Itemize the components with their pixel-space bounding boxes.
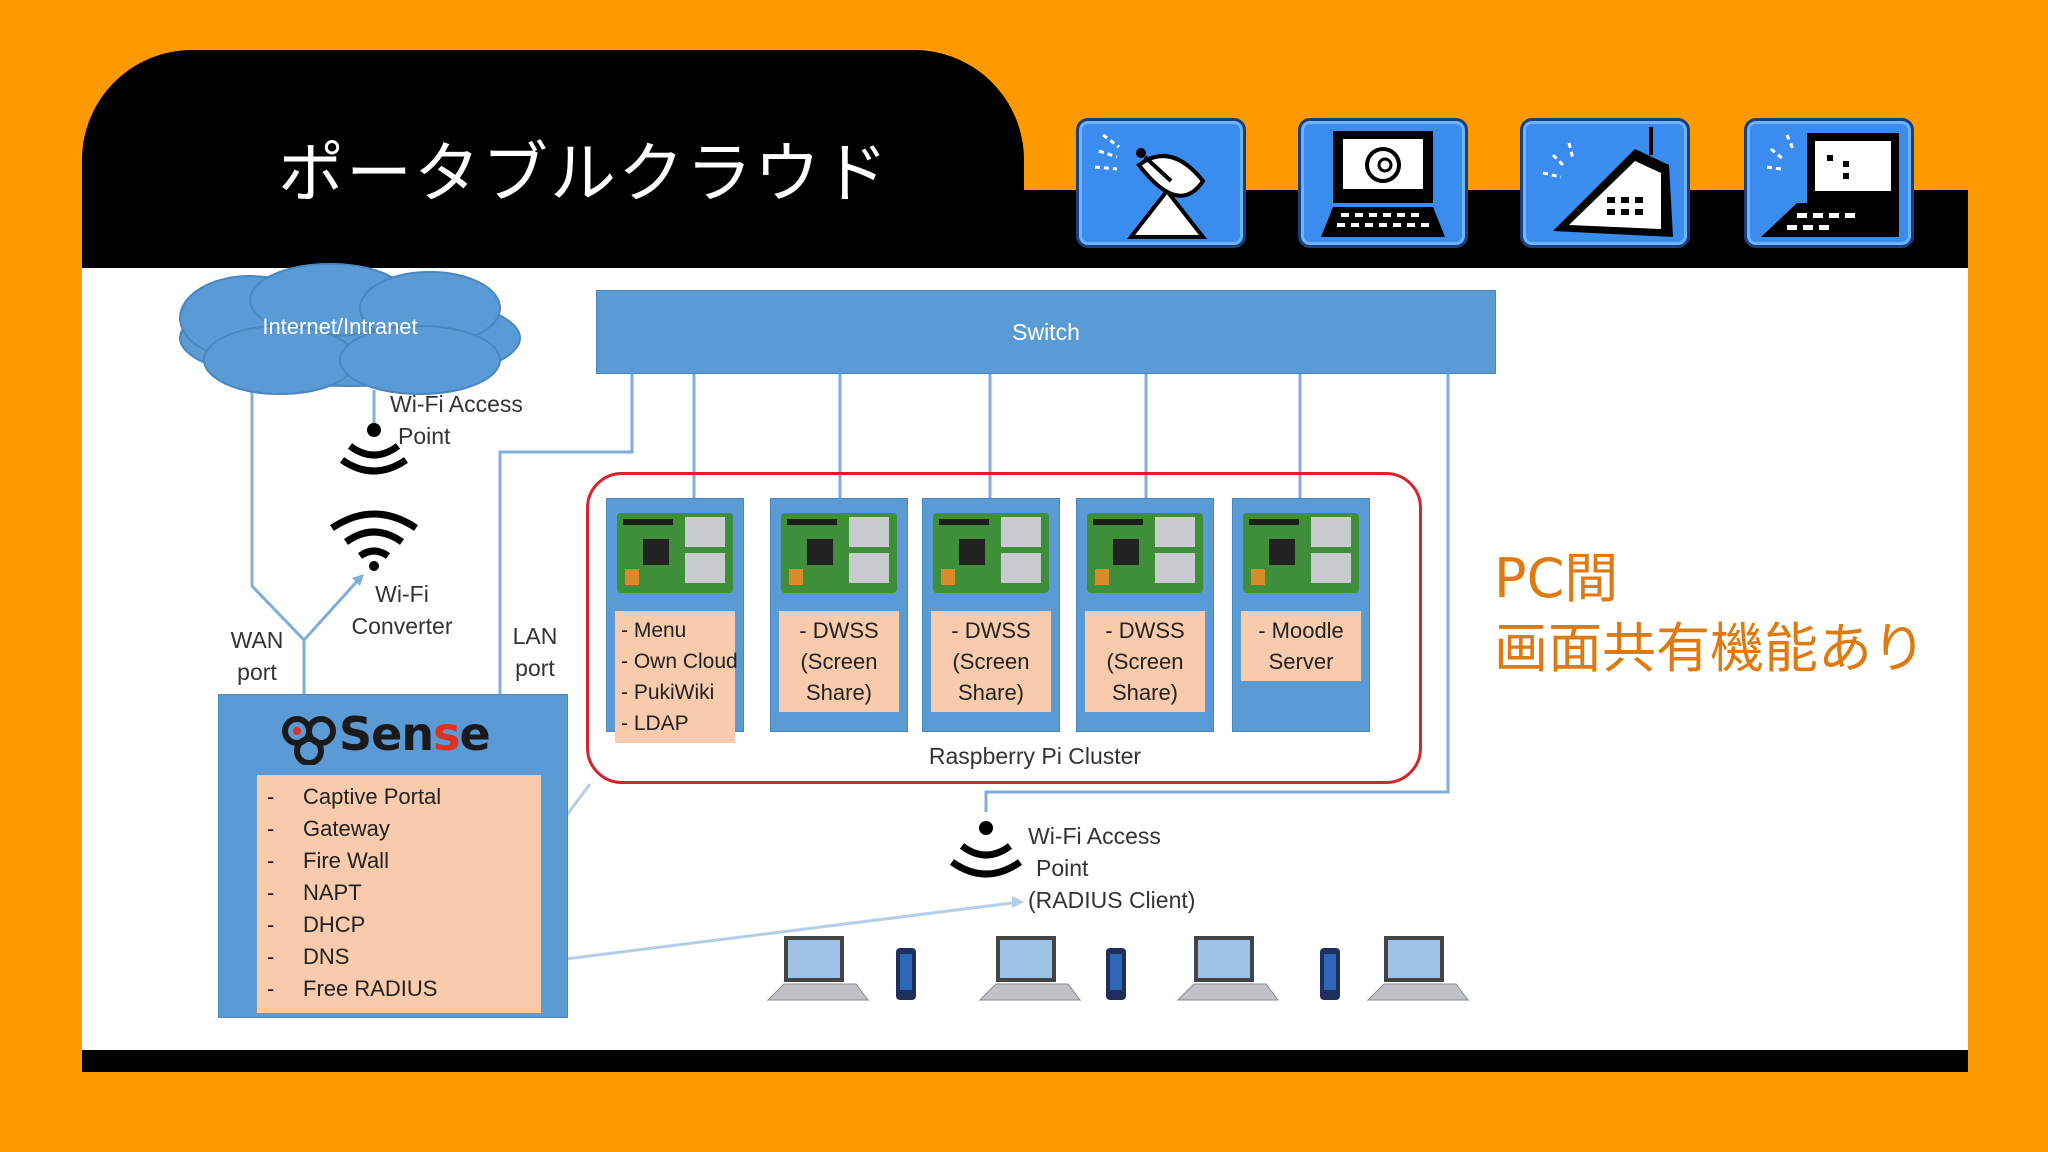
- side-note-line-2: 画面共有機能あり: [1494, 617, 1926, 680]
- cloud-label: Internet/Intranet: [262, 314, 418, 339]
- ap-top-label: Wi-Fi Access Point: [390, 391, 523, 449]
- smartphone-icon: [896, 948, 916, 1000]
- cluster-label: Raspberry Pi Cluster: [928, 743, 1142, 769]
- switch-node: Switch: [596, 290, 1496, 374]
- lan-port-label: LAN port: [512, 623, 558, 681]
- pi-node-dwss-3: - DWSS (Screen Share): [1076, 498, 1214, 732]
- footer-bar: [82, 1050, 1968, 1072]
- satellite-dish-icon: [1076, 118, 1246, 248]
- smartphone-icon: [1106, 948, 1126, 1000]
- wifi-converter-icon: [330, 510, 418, 571]
- wifi-access-point-icon: [949, 821, 1023, 878]
- slide-title: ポータブルクラウド: [278, 135, 890, 212]
- pi-node-dwss-1: - DWSS (Screen Share): [770, 498, 908, 732]
- pi-node-dwss-2: - DWSS (Screen Share): [922, 498, 1060, 732]
- pfsense-node: Sense -Captive Portal -Gateway -Fire Wal…: [218, 694, 568, 1018]
- laptop-icon: [1366, 936, 1469, 1001]
- list-item: -DNS: [267, 944, 350, 969]
- wifi-converter-label: Wi-Fi Converter: [351, 581, 453, 639]
- raspberry-pi-board-icon: [617, 513, 733, 593]
- laptop-icon: [766, 936, 869, 1001]
- list-item: -Gateway: [267, 816, 390, 841]
- raspberry-pi-board-icon: [1243, 513, 1359, 593]
- raspberry-pi-board-icon: [1087, 513, 1203, 593]
- list-item: -Free RADIUS: [267, 976, 438, 1001]
- raspberry-pi-board-icon: [781, 513, 897, 593]
- list-item: -Fire Wall: [267, 848, 389, 873]
- mobile-phone-icon: [1520, 118, 1690, 248]
- laptop-icon: [1176, 936, 1279, 1001]
- internet-cloud-icon: [179, 263, 521, 395]
- laptop-icon: [978, 936, 1081, 1001]
- pi-node-menu: - Menu - Own Cloud - PukiWiki - LDAP: [606, 498, 744, 743]
- ap-bottom-label: Wi-Fi Access Point (RADIUS Client): [1028, 823, 1196, 913]
- pfsense-function-list: -Captive Portal -Gateway -Fire Wall -NAP…: [257, 775, 541, 1013]
- laptop-signal-icon: [1744, 118, 1914, 248]
- raspberry-pi-cluster: [586, 472, 1422, 784]
- pfsense-logo-icon: [282, 716, 336, 765]
- smartphone-icon: [1320, 948, 1340, 1000]
- computer-terminal-icon: [1298, 118, 1468, 248]
- list-item: -Captive Portal: [267, 784, 442, 809]
- side-note-line-1: PC間: [1494, 547, 1619, 610]
- list-item: -NAPT: [267, 880, 362, 905]
- client-devices: [766, 936, 1469, 1001]
- wifi-access-point-icon: [340, 423, 408, 475]
- pfsense-logo-text: Sense: [339, 707, 491, 761]
- pi-node-moodle: - Moodle Server: [1232, 498, 1370, 732]
- list-item: -DHCP: [267, 912, 366, 937]
- wan-port-label: WAN port: [230, 627, 284, 685]
- raspberry-pi-board-icon: [933, 513, 1049, 593]
